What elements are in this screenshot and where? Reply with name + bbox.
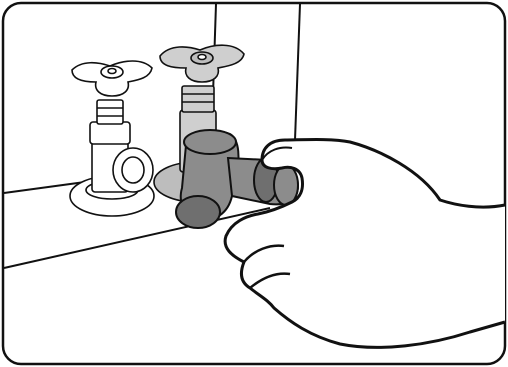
wall-floor-line-front	[3, 207, 271, 269]
wall-corner-line-right	[294, 3, 301, 141]
wall-floor-line-left	[3, 181, 86, 194]
left-valve	[69, 60, 155, 217]
hose-adapter	[175, 129, 300, 229]
hand-shape	[223, 138, 506, 349]
adapter-bottom-opening	[175, 195, 221, 229]
hand	[223, 138, 506, 349]
